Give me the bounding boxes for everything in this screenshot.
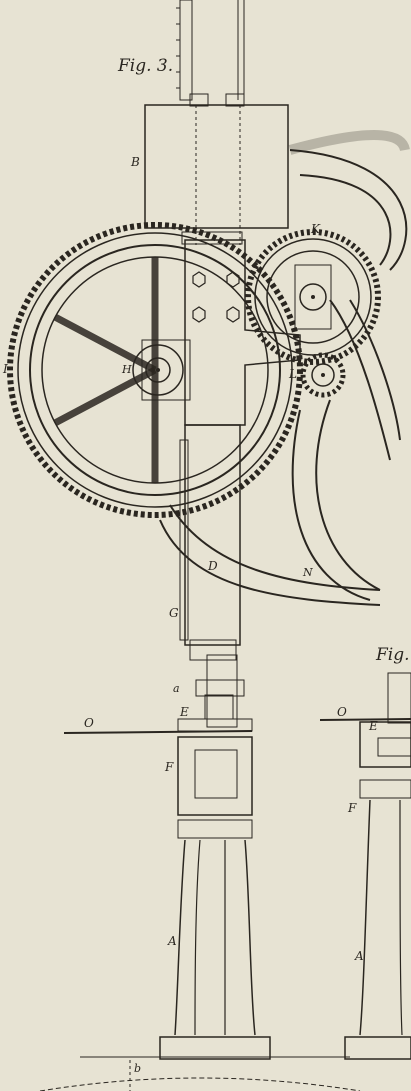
label-h: H [121, 363, 132, 376]
standard-a [39, 839, 361, 1091]
label-g: G [169, 606, 179, 620]
label-a: A [167, 934, 177, 948]
label-next-o: O [337, 705, 347, 719]
label-e: E [179, 705, 189, 719]
column-d [179, 231, 301, 646]
link-a [189, 639, 245, 728]
label-next-f: F [347, 801, 357, 815]
large-gear-i [7, 222, 303, 518]
label-b: B [130, 155, 140, 169]
label-next-e: E [368, 719, 378, 733]
top-rack [176, 0, 245, 101]
block-b [144, 93, 289, 245]
gear-k [245, 229, 381, 365]
label-l: L [288, 367, 297, 381]
label-o: O [84, 716, 94, 730]
label-i: I [2, 362, 8, 376]
pinion-l [300, 352, 346, 398]
block-f [177, 736, 253, 839]
label-f: F [164, 760, 174, 774]
figure-title: Fig. 3. [117, 56, 173, 76]
label-a-link: a [173, 682, 180, 695]
label-next-a: A [354, 949, 364, 963]
label-n: N [302, 566, 313, 579]
label-k: K [310, 222, 321, 236]
hub-h [132, 339, 191, 401]
label-d: D [207, 559, 218, 573]
label-b-lower: b [134, 1062, 141, 1075]
next-figure-partial [319, 672, 411, 1060]
curved-frame-n [159, 130, 410, 606]
crosshead-e [63, 694, 253, 734]
figure-title-next: Fig. [375, 645, 410, 665]
